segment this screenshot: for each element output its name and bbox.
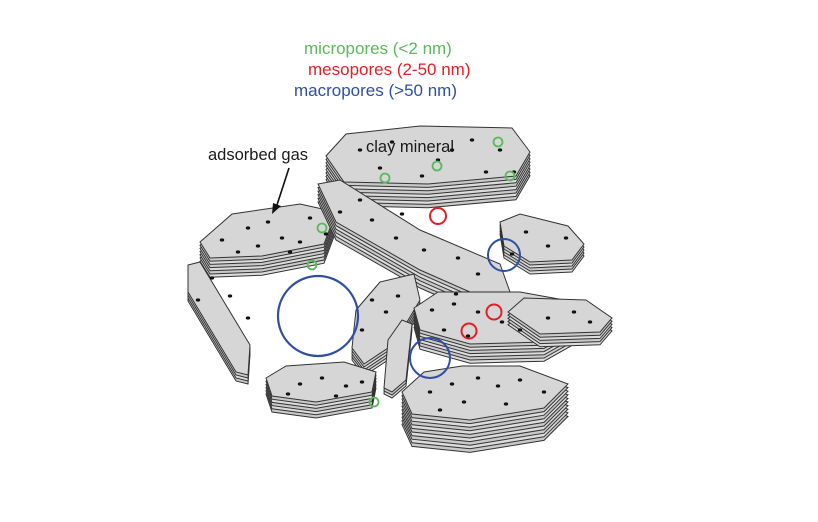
gas-molecule-dot: [307, 216, 313, 220]
legend-macropores: macropores (>50 nm): [294, 81, 457, 100]
gas-molecule-dot: [285, 392, 291, 396]
gas-molecule-dot: [571, 310, 577, 314]
micropore-circle: [431, 160, 443, 172]
gas-molecule-dot: [359, 328, 365, 332]
gas-molecule-dot: [235, 250, 241, 254]
gas-molecule-dot: [461, 400, 467, 404]
gas-molecule-dot: [449, 382, 455, 386]
pore-size-legend: micropores (<2 nm) mesopores (2-50 nm) m…: [290, 38, 471, 101]
macropore-circle: [276, 274, 360, 358]
gas-molecule-dot: [369, 218, 375, 222]
gas-molecule-dot: [323, 232, 329, 236]
gas-molecule-dot: [333, 394, 339, 398]
adsorbed-gas-dots: [195, 138, 593, 412]
micropore-circle: [492, 136, 504, 148]
mesopore-circle: [485, 303, 503, 321]
gas-molecule-dot: [497, 148, 503, 152]
arrow-icon: [275, 167, 290, 209]
macropore-circle: [409, 337, 451, 379]
micropore-circle: [504, 170, 516, 182]
right-upper-plates-top: [499, 213, 585, 263]
gas-molecule-dot: [541, 390, 547, 394]
gas-molecule-dot: [369, 298, 375, 302]
gas-molecule-dot: [399, 212, 405, 216]
arrow-head-icon: [272, 203, 281, 214]
gas-molecule-dot: [227, 294, 233, 298]
legend-micropores: micropores (<2 nm): [304, 39, 452, 58]
gas-molecule-dot: [395, 294, 401, 298]
gas-molecule-dot: [475, 272, 481, 276]
upright-slab-top: [383, 319, 413, 393]
gas-molecule-dot: [319, 376, 325, 380]
macropore-circle: [487, 238, 521, 272]
gas-molecule-dot: [359, 380, 365, 384]
gas-molecule-dot: [469, 138, 475, 142]
gas-molecule-dot: [343, 384, 349, 388]
gas-molecule-dot: [545, 316, 551, 320]
micropore-circle: [316, 222, 328, 234]
adsorbed-gas-label: adsorbed gas: [208, 146, 308, 164]
gas-molecule-dot: [465, 334, 471, 338]
gas-molecule-dot: [245, 316, 251, 320]
gas-molecule-dot: [287, 250, 293, 254]
gas-molecule-dot: [509, 252, 515, 256]
bottom-right-stack-top: [401, 365, 569, 421]
gas-molecule-dot: [377, 166, 383, 170]
gas-molecule-dot: [475, 376, 481, 380]
gas-molecule-dot: [495, 384, 501, 388]
right-plates-top: [507, 297, 613, 335]
gas-molecule-dot: [483, 170, 489, 174]
gas-molecule-dot: [209, 276, 215, 280]
gas-molecule-dot: [389, 140, 395, 144]
gas-molecule-dot: [219, 238, 225, 242]
gas-molecule-dot: [195, 298, 201, 302]
gas-molecule-dot: [475, 310, 481, 314]
gas-molecule-dot: [337, 210, 343, 214]
left-upright-slab-top: [187, 261, 251, 376]
pore-markers: [276, 136, 521, 408]
gas-molecule-dot: [421, 248, 427, 252]
gas-molecule-dot: [427, 390, 433, 394]
clay-flake-stacks: [187, 125, 613, 453]
gas-molecule-dot: [523, 230, 529, 234]
gas-molecule-dot: [383, 310, 389, 314]
gas-molecule-dot: [545, 244, 551, 248]
gas-molecule-dot: [455, 256, 461, 260]
gas-molecule-dot: [357, 148, 363, 152]
gas-molecule-dot: [449, 148, 455, 152]
micropore-circle: [368, 396, 380, 408]
gas-molecule-dot: [451, 302, 457, 306]
gas-molecule-dot: [437, 408, 443, 412]
gas-molecule-dot: [517, 378, 523, 382]
gas-molecule-dot: [357, 198, 363, 202]
gas-molecule-dot: [499, 320, 505, 324]
mesopore-circle: [460, 322, 478, 340]
gas-molecule-dot: [419, 174, 425, 178]
gas-molecule-dot: [587, 320, 593, 324]
gas-molecule-dot: [297, 382, 303, 386]
micropore-circle: [306, 259, 318, 271]
bottom-left-stack-top: [265, 361, 377, 403]
gas-molecule-dot: [255, 244, 261, 248]
gas-molecule-dot: [563, 236, 569, 240]
gas-molecule-dot: [429, 308, 435, 312]
clay-mineral-label: clay mineral: [366, 138, 455, 156]
gas-molecule-dot: [279, 236, 285, 240]
gas-molecule-dot: [441, 328, 447, 332]
gas-molecule-dot: [517, 328, 523, 332]
gas-molecule-dot: [393, 236, 399, 240]
mesopore-circle: [429, 207, 447, 225]
gas-molecule-dot: [297, 240, 303, 244]
legend-mesopores: mesopores (2-50 nm): [308, 60, 471, 79]
top-stack-top: [325, 125, 531, 185]
gas-molecule-dot: [265, 220, 271, 224]
micropore-circle: [379, 172, 391, 184]
gas-molecule-dot: [503, 402, 509, 406]
gas-molecule-dot: [245, 226, 251, 230]
gas-molecule-dot: [453, 292, 459, 296]
